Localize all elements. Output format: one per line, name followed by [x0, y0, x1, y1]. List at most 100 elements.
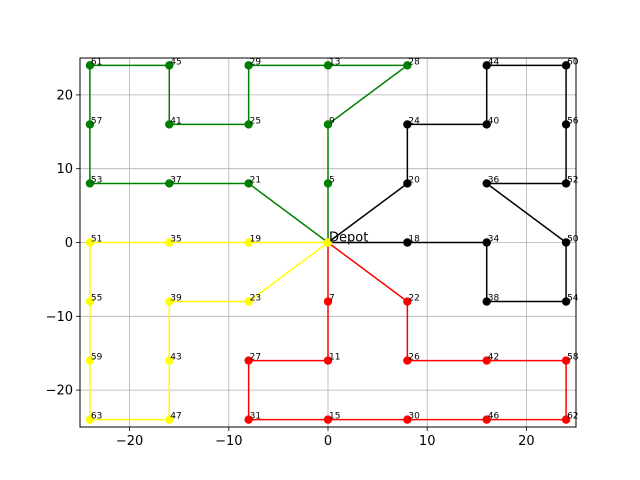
route-point: [561, 238, 571, 247]
node-label: 45: [170, 57, 181, 67]
route-point: [403, 297, 412, 306]
x-tick-label: −20: [116, 434, 143, 449]
node-label: 34: [488, 235, 500, 245]
route-point: [323, 415, 333, 424]
route-point: [244, 297, 253, 306]
x-tick-label: 10: [419, 434, 436, 449]
route-point: [244, 238, 253, 247]
route-point: [244, 61, 253, 70]
node-label: 29: [250, 57, 262, 67]
y-tick-label: 20: [56, 88, 73, 103]
node-label: 36: [488, 175, 500, 185]
node-label: 40: [488, 116, 500, 126]
node-label: 39: [170, 294, 182, 304]
route-point: [482, 120, 491, 129]
y-tick-label: −20: [46, 384, 73, 399]
node-label: 51: [91, 235, 102, 245]
route-point: [482, 238, 491, 247]
route-point: [85, 61, 95, 70]
node-label: 9: [329, 116, 335, 126]
route-point: [482, 415, 491, 424]
node-label: 38: [488, 294, 500, 304]
route-point: [165, 61, 174, 70]
x-tick-label: 20: [518, 434, 535, 449]
route-point: [403, 238, 412, 247]
route-point: [85, 356, 95, 365]
node-label: 53: [91, 175, 102, 185]
route-point: [403, 415, 412, 424]
route-point: [85, 179, 95, 188]
route-point: [165, 297, 174, 306]
route-point: [85, 238, 95, 247]
route-point: [244, 415, 253, 424]
node-label: 15: [329, 412, 340, 422]
node-label: 57: [91, 116, 102, 126]
node-label: 28: [408, 57, 420, 67]
node-label: 24: [408, 116, 420, 126]
node-label: 58: [567, 353, 579, 363]
node-label: 61: [91, 57, 102, 67]
route-point: [561, 120, 571, 129]
node-label: 31: [250, 412, 261, 422]
node-label: 19: [250, 235, 262, 245]
route-point: [165, 356, 174, 365]
node-label: 52: [567, 175, 578, 185]
route-point: [244, 356, 253, 365]
node-label: 11: [329, 353, 340, 363]
y-tick-label: −10: [46, 310, 73, 325]
node-label: 21: [250, 175, 261, 185]
node-label: 62: [567, 412, 578, 422]
node-label: 35: [170, 235, 181, 245]
node-label: 7: [329, 294, 335, 304]
node-label: 50: [567, 235, 579, 245]
node-label: 47: [170, 412, 181, 422]
node-label: 30: [408, 412, 420, 422]
route-point: [323, 356, 333, 365]
route-point: [165, 238, 174, 247]
node-label: 22: [408, 294, 419, 304]
route-line: [89, 241, 329, 421]
route-point: [561, 415, 571, 424]
route-point: [85, 415, 95, 424]
node-label: 54: [567, 294, 579, 304]
node-label: 23: [250, 294, 261, 304]
node-label: 44: [488, 57, 500, 67]
route-point: [165, 120, 174, 129]
node-label: 55: [91, 294, 102, 304]
node-label: 26: [408, 353, 420, 363]
route-point: [482, 179, 491, 188]
route-point: [323, 120, 333, 129]
node-label: 18: [408, 235, 420, 245]
node-label: 37: [170, 175, 181, 185]
node-label: 41: [170, 116, 181, 126]
route-series: [244, 238, 571, 424]
route-point: [403, 120, 412, 129]
node-label: 5: [329, 175, 335, 185]
route-point: [85, 120, 95, 129]
route-point: [561, 297, 571, 306]
route-series: [85, 61, 412, 247]
route-line: [89, 64, 410, 244]
route-point: [403, 61, 412, 70]
route-point: [244, 120, 253, 129]
route-series: [85, 238, 333, 424]
route-point: [482, 297, 491, 306]
y-tick-label: 10: [56, 162, 73, 177]
depot-label: Depot: [329, 231, 368, 246]
x-tick-label: −10: [215, 434, 242, 449]
route-point: [561, 61, 571, 70]
node-label: 25: [250, 116, 261, 126]
route-point: [403, 179, 412, 188]
node-label: 43: [170, 353, 181, 363]
route-point: [561, 179, 571, 188]
node-label: 60: [567, 57, 579, 67]
route-point: [482, 356, 491, 365]
route-point: [323, 238, 333, 247]
route-series: [323, 61, 571, 306]
route-line: [327, 64, 567, 303]
node-label: 63: [91, 412, 102, 422]
route-point: [165, 179, 174, 188]
